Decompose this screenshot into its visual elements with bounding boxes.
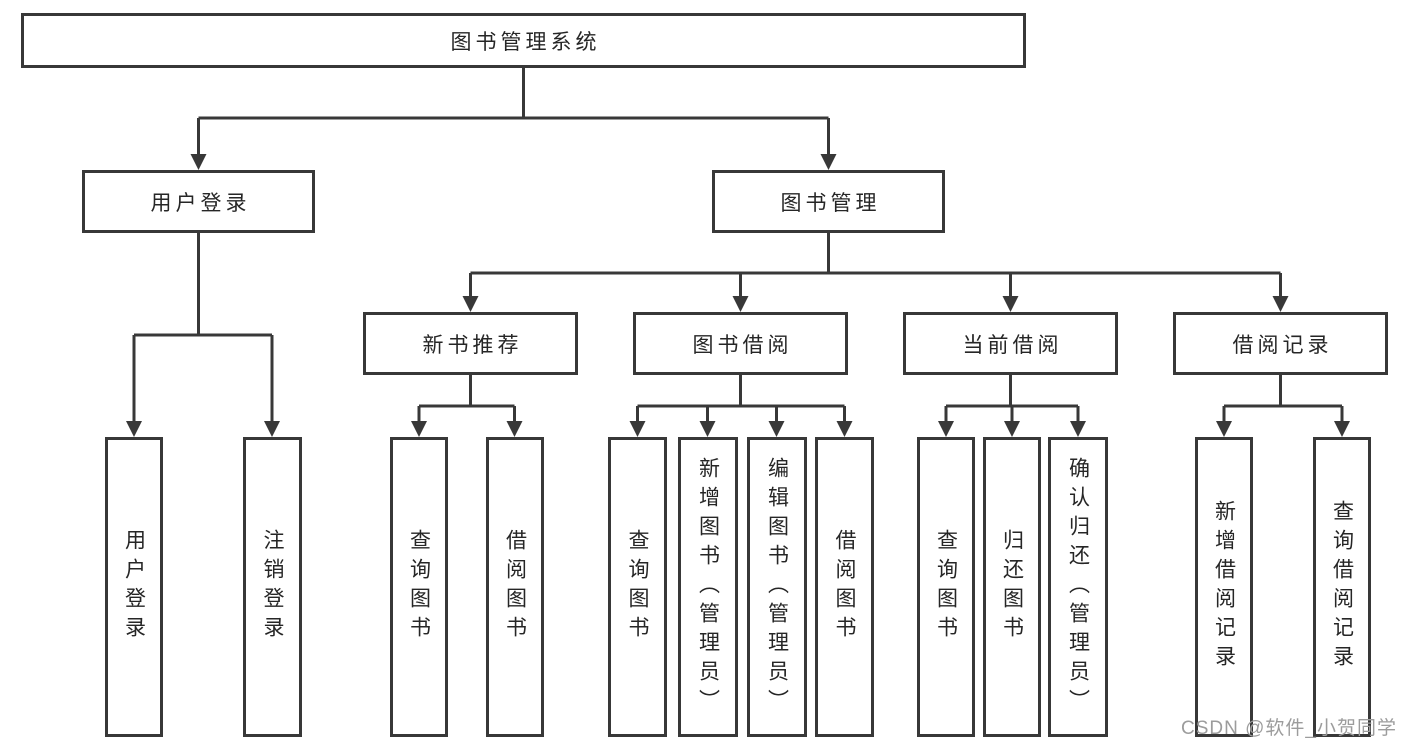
leaf-borrow-edit-books-admin: 编辑图书（管理员） bbox=[747, 437, 807, 737]
leaf-current-query-books-label: 查询图书 bbox=[934, 529, 958, 645]
leaf-recommend-borrow-books-label: 借阅图书 bbox=[503, 529, 527, 645]
leaf-current-return-books-label: 归还图书 bbox=[1000, 529, 1024, 645]
csdn-watermark: CSDN @软件_小贺同学 bbox=[1181, 718, 1397, 739]
leaf-borrow-add-books-admin-label: 新增图书（管理员） bbox=[696, 456, 720, 718]
node-borrow-records: 借阅记录 bbox=[1173, 312, 1388, 375]
node-user-login: 用户登录 bbox=[82, 170, 315, 233]
leaf-records-query-record-label: 查询借阅记录 bbox=[1330, 500, 1354, 674]
leaf-logout-label: 注销登录 bbox=[261, 529, 284, 645]
leaf-borrow-query-books: 查询图书 bbox=[608, 437, 667, 737]
leaf-user-login-action-label: 用户登录 bbox=[122, 529, 146, 645]
leaf-recommend-borrow-books: 借阅图书 bbox=[486, 437, 544, 737]
node-new-book-recommend: 新书推荐 bbox=[363, 312, 578, 375]
leaf-current-confirm-return-admin: 确认归还（管理员） bbox=[1048, 437, 1108, 737]
node-current-borrow: 当前借阅 bbox=[903, 312, 1118, 375]
leaf-current-query-books: 查询图书 bbox=[917, 437, 975, 737]
node-book-borrow: 图书借阅 bbox=[633, 312, 848, 375]
leaf-records-add-record-label: 新增借阅记录 bbox=[1212, 500, 1236, 674]
leaf-recommend-query-books-label: 查询图书 bbox=[407, 529, 431, 645]
node-book-management: 图书管理 bbox=[712, 170, 945, 233]
leaf-records-query-record: 查询借阅记录 bbox=[1313, 437, 1371, 737]
arrowhead-icons bbox=[126, 154, 1350, 437]
leaf-current-confirm-return-admin-label: 确认归还（管理员） bbox=[1066, 456, 1090, 718]
leaf-logout: 注销登录 bbox=[243, 437, 302, 737]
leaf-current-return-books: 归还图书 bbox=[983, 437, 1041, 737]
node-root: 图书管理系统 bbox=[21, 13, 1026, 68]
leaf-user-login-action: 用户登录 bbox=[105, 437, 163, 737]
leaf-borrow-borrow-books: 借阅图书 bbox=[815, 437, 874, 737]
leaf-borrow-query-books-label: 查询图书 bbox=[626, 529, 649, 645]
leaf-records-add-record: 新增借阅记录 bbox=[1195, 437, 1253, 737]
leaf-borrow-borrow-books-label: 借阅图书 bbox=[833, 529, 856, 645]
leaf-borrow-edit-books-admin-label: 编辑图书（管理员） bbox=[765, 456, 789, 718]
leaf-borrow-add-books-admin: 新增图书（管理员） bbox=[678, 437, 738, 737]
leaf-recommend-query-books: 查询图书 bbox=[390, 437, 448, 737]
